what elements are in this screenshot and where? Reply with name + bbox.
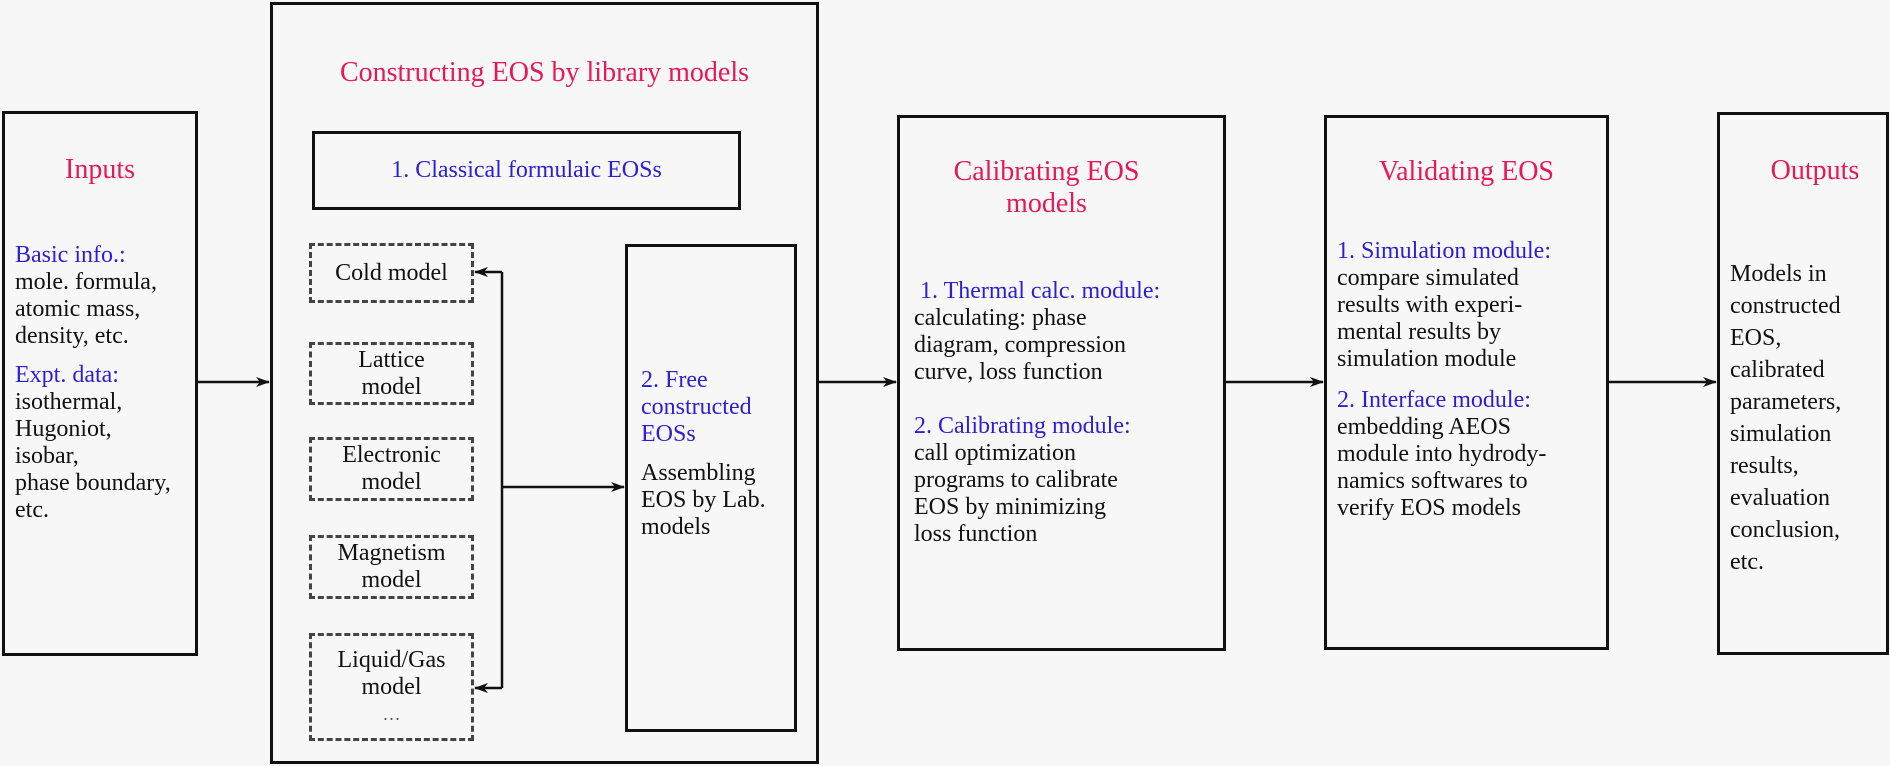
electronic-model-label-2: model xyxy=(361,469,422,495)
expt-data-label: Expt. data: xyxy=(15,362,119,388)
interface-module-label: 2. Interface module: xyxy=(1337,387,1531,413)
basic-info-label: Basic info.: xyxy=(15,242,126,268)
inputs-box: Inputs Basic info.: mole. formula, atomi… xyxy=(2,111,198,656)
expt-data-line: isobar, xyxy=(15,443,79,469)
electronic-model-box: Electronic model xyxy=(309,437,474,501)
outputs-line: constructed xyxy=(1730,293,1841,319)
calibrating-content: 1. Thermal calc. module: calculating: ph… xyxy=(914,278,1224,548)
interface-module-line: embedding AEOS xyxy=(1337,414,1511,440)
calibrating-title-line: models xyxy=(1006,188,1087,219)
calibrating-box: Calibrating EOS models 1. Thermal calc. … xyxy=(897,115,1226,651)
calibrating-module-line: loss function xyxy=(914,521,1038,547)
simulation-module-label: 1. Simulation module: xyxy=(1337,238,1551,264)
validating-title: Validating EOS xyxy=(1379,156,1554,187)
magnetism-model-box: Magnetism model xyxy=(309,535,474,599)
expt-data-line: Hugoniot, xyxy=(15,416,112,442)
outputs-line: evaluation xyxy=(1730,485,1830,511)
outputs-line: simulation xyxy=(1730,421,1832,447)
lattice-model-label-2: model xyxy=(361,373,422,400)
free-eos-heading: 2. Free constructed EOSs xyxy=(641,367,801,448)
thermal-calc-line: curve, loss function xyxy=(914,359,1103,385)
free-eos-label-line: EOSs xyxy=(641,421,696,447)
interface-module-line: verify EOS models xyxy=(1337,495,1521,521)
expt-data-line: etc. xyxy=(15,497,49,523)
interface-module-line: namics softwares to xyxy=(1337,468,1528,494)
liquid-gas-model-label-2: model xyxy=(361,673,422,700)
validating-box: Validating EOS 1. Simulation module: com… xyxy=(1324,115,1609,650)
liquid-gas-model-box: Liquid/Gas model … xyxy=(309,633,474,741)
basic-info-line: mole. formula, xyxy=(15,269,157,295)
calibrating-title-line: Calibrating EOS xyxy=(953,156,1140,187)
outputs-line: etc. xyxy=(1730,549,1764,575)
classical-eos-box: 1. Classical formulaic EOSs xyxy=(312,131,741,210)
outputs-box: Outputs Models in constructed EOS, calib… xyxy=(1717,112,1889,655)
outputs-content: Models in constructed EOS, calibrated pa… xyxy=(1730,258,1890,578)
outputs-line: results, xyxy=(1730,453,1799,479)
expt-data-line: phase boundary, xyxy=(15,470,171,496)
calibrating-module: 2. Calibrating module: call optimization… xyxy=(914,413,1224,548)
outputs-line: calibrated xyxy=(1730,357,1825,383)
classical-eos-label: 1. Classical formulaic EOSs xyxy=(391,157,662,183)
free-constructed-eos-box: 2. Free constructed EOSs Assembling EOS … xyxy=(625,244,797,732)
free-eos-body-line: Assembling xyxy=(641,460,756,486)
validating-content: 1. Simulation module: compare simulated … xyxy=(1337,238,1612,522)
thermal-calc-line: diagram, compression xyxy=(914,332,1126,358)
inputs-title: Inputs xyxy=(65,154,135,185)
calibrating-module-line: EOS by minimizing xyxy=(914,494,1106,520)
electronic-model-label: Electronic xyxy=(342,442,441,468)
outputs-line: Models in xyxy=(1730,261,1827,287)
free-eos-body-line: models xyxy=(641,514,711,540)
thermal-calc-module: 1. Thermal calc. module: calculating: ph… xyxy=(914,278,1224,386)
outputs-line: EOS, xyxy=(1730,325,1782,351)
magnetism-model-label: Magnetism xyxy=(337,540,446,566)
calibrating-module-line: call optimization xyxy=(914,440,1076,466)
thermal-calc-line: calculating: phase xyxy=(914,305,1087,331)
lattice-model-box: Lattice model xyxy=(309,342,474,405)
basic-info-section: Basic info.: mole. formula, atomic mass,… xyxy=(15,242,205,350)
interface-module: 2. Interface module: embedding AEOS modu… xyxy=(1337,387,1612,522)
outputs-line: conclusion, xyxy=(1730,517,1840,543)
cold-model-label: Cold model xyxy=(335,259,448,286)
calibrating-title: Calibrating EOS models xyxy=(900,156,1223,220)
calibrating-module-label: 2. Calibrating module: xyxy=(914,413,1131,439)
outputs-line: parameters, xyxy=(1730,389,1842,415)
simulation-module: 1. Simulation module: compare simulated … xyxy=(1337,238,1612,373)
outputs-title: Outputs xyxy=(1770,155,1860,186)
constructing-title: Constructing EOS by library models xyxy=(339,57,750,88)
inputs-content: Basic info.: mole. formula, atomic mass,… xyxy=(15,242,205,536)
ellipsis-label: … xyxy=(382,703,401,724)
simulation-module-line: compare simulated xyxy=(1337,265,1519,291)
free-eos-label-line: 2. Free xyxy=(641,367,708,393)
free-eos-label-line: constructed xyxy=(641,394,752,420)
liquid-gas-model-label: Liquid/Gas xyxy=(337,646,446,673)
simulation-module-line: simulation module xyxy=(1337,346,1517,372)
basic-info-line: atomic mass, xyxy=(15,296,141,322)
thermal-calc-label: 1. Thermal calc. module: xyxy=(920,278,1161,304)
free-eos-content: 2. Free constructed EOSs Assembling EOS … xyxy=(641,367,801,541)
lattice-model-label: Lattice xyxy=(358,346,425,373)
expt-data-section: Expt. data: isothermal, Hugoniot, isobar… xyxy=(15,362,205,524)
free-eos-body-line: EOS by Lab. xyxy=(641,487,766,513)
cold-model-box: Cold model xyxy=(309,243,474,303)
magnetism-model-label-2: model xyxy=(361,567,422,593)
simulation-module-line: mental results by xyxy=(1337,319,1501,345)
expt-data-line: isothermal, xyxy=(15,389,123,415)
basic-info-line: density, etc. xyxy=(15,323,129,349)
simulation-module-line: results with experi- xyxy=(1337,292,1523,318)
calibrating-module-line: programs to calibrate xyxy=(914,467,1118,493)
interface-module-line: module into hydrody- xyxy=(1337,441,1547,467)
